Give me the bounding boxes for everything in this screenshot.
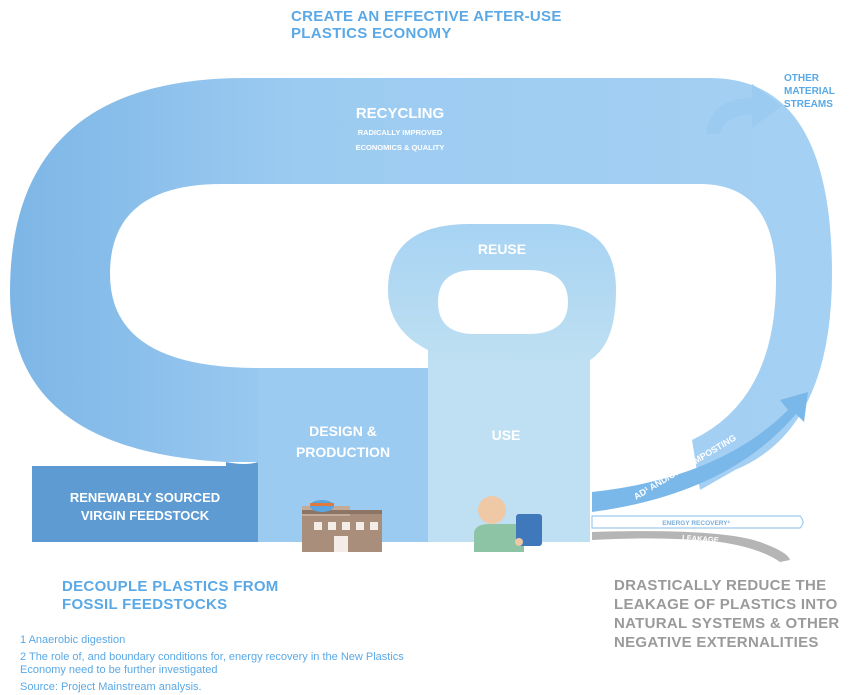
renewable-line2: VIRGIN FEEDSTOCK: [81, 508, 210, 523]
recycling-title: RECYCLING: [356, 105, 444, 122]
design-line1: DESIGN &: [309, 423, 377, 439]
energy-recovery-band: [591, 515, 804, 529]
leakage-label: LEAKAGE: [682, 533, 719, 545]
energy-recovery-label: ENERGY RECOVERY²: [662, 520, 730, 527]
reduce-line2: LEAKAGE OF PLASTICS INTO: [614, 596, 838, 613]
top-heading-line1: CREATE AN EFFECTIVE AFTER-USE: [291, 8, 562, 25]
reduce-line1: DRASTICALLY REDUCE THE: [614, 577, 827, 594]
recycling-loop: [10, 78, 832, 490]
use-label: USE: [492, 427, 521, 443]
footnotes: 1 Anaerobic digestion 2 The role of, and…: [20, 634, 404, 694]
factory-icon: [302, 500, 382, 552]
design-line2: PRODUCTION: [296, 444, 390, 460]
other-streams-line1: OTHER: [784, 73, 819, 84]
decouple-line1: DECOUPLE PLASTICS FROM: [62, 578, 279, 595]
other-streams-label: OTHER MATERIAL STREAMS: [784, 72, 835, 111]
recycling-sub2: ECONOMICS & QUALITY: [356, 143, 445, 152]
person-icon: [474, 496, 542, 552]
other-streams-arrow: [706, 84, 782, 134]
feedstock-flow: [226, 368, 258, 542]
reduce-line4: NEGATIVE EXTERNALITIES: [614, 634, 819, 651]
feedstock-block: [32, 466, 258, 542]
composting-arrow: [592, 392, 808, 512]
use-box: [428, 368, 590, 542]
reuse-loop: [388, 224, 616, 368]
recycling-sub1: RADICALLY IMPROVED: [358, 128, 443, 137]
reuse-label: REUSE: [478, 241, 526, 257]
top-heading: CREATE AN EFFECTIVE AFTER-USE PLASTICS E…: [291, 8, 562, 42]
renewable-line1: RENEWABLY SOURCED: [70, 490, 220, 505]
top-heading-line2: PLASTICS ECONOMY: [291, 25, 452, 42]
footnote-2a: 2 The role of, and boundary conditions f…: [20, 651, 404, 663]
decouple-heading: DECOUPLE PLASTICS FROM FOSSIL FEEDSTOCKS: [62, 578, 279, 614]
other-streams-line3: STREAMS: [784, 99, 833, 110]
footnote-1: 1 Anaerobic digestion: [20, 634, 126, 646]
source-note: Source: Project Mainstream analysis.: [20, 681, 202, 693]
decouple-line2: FOSSIL FEEDSTOCKS: [62, 596, 228, 613]
other-streams-line2: MATERIAL: [784, 86, 835, 97]
footnote-2b: Economy need to be further investigated: [20, 664, 218, 676]
reduce-line3: NATURAL SYSTEMS & OTHER: [614, 615, 840, 632]
leakage-arrow: [592, 531, 790, 562]
reduce-heading: DRASTICALLY REDUCE THE LEAKAGE OF PLASTI…: [614, 576, 840, 652]
